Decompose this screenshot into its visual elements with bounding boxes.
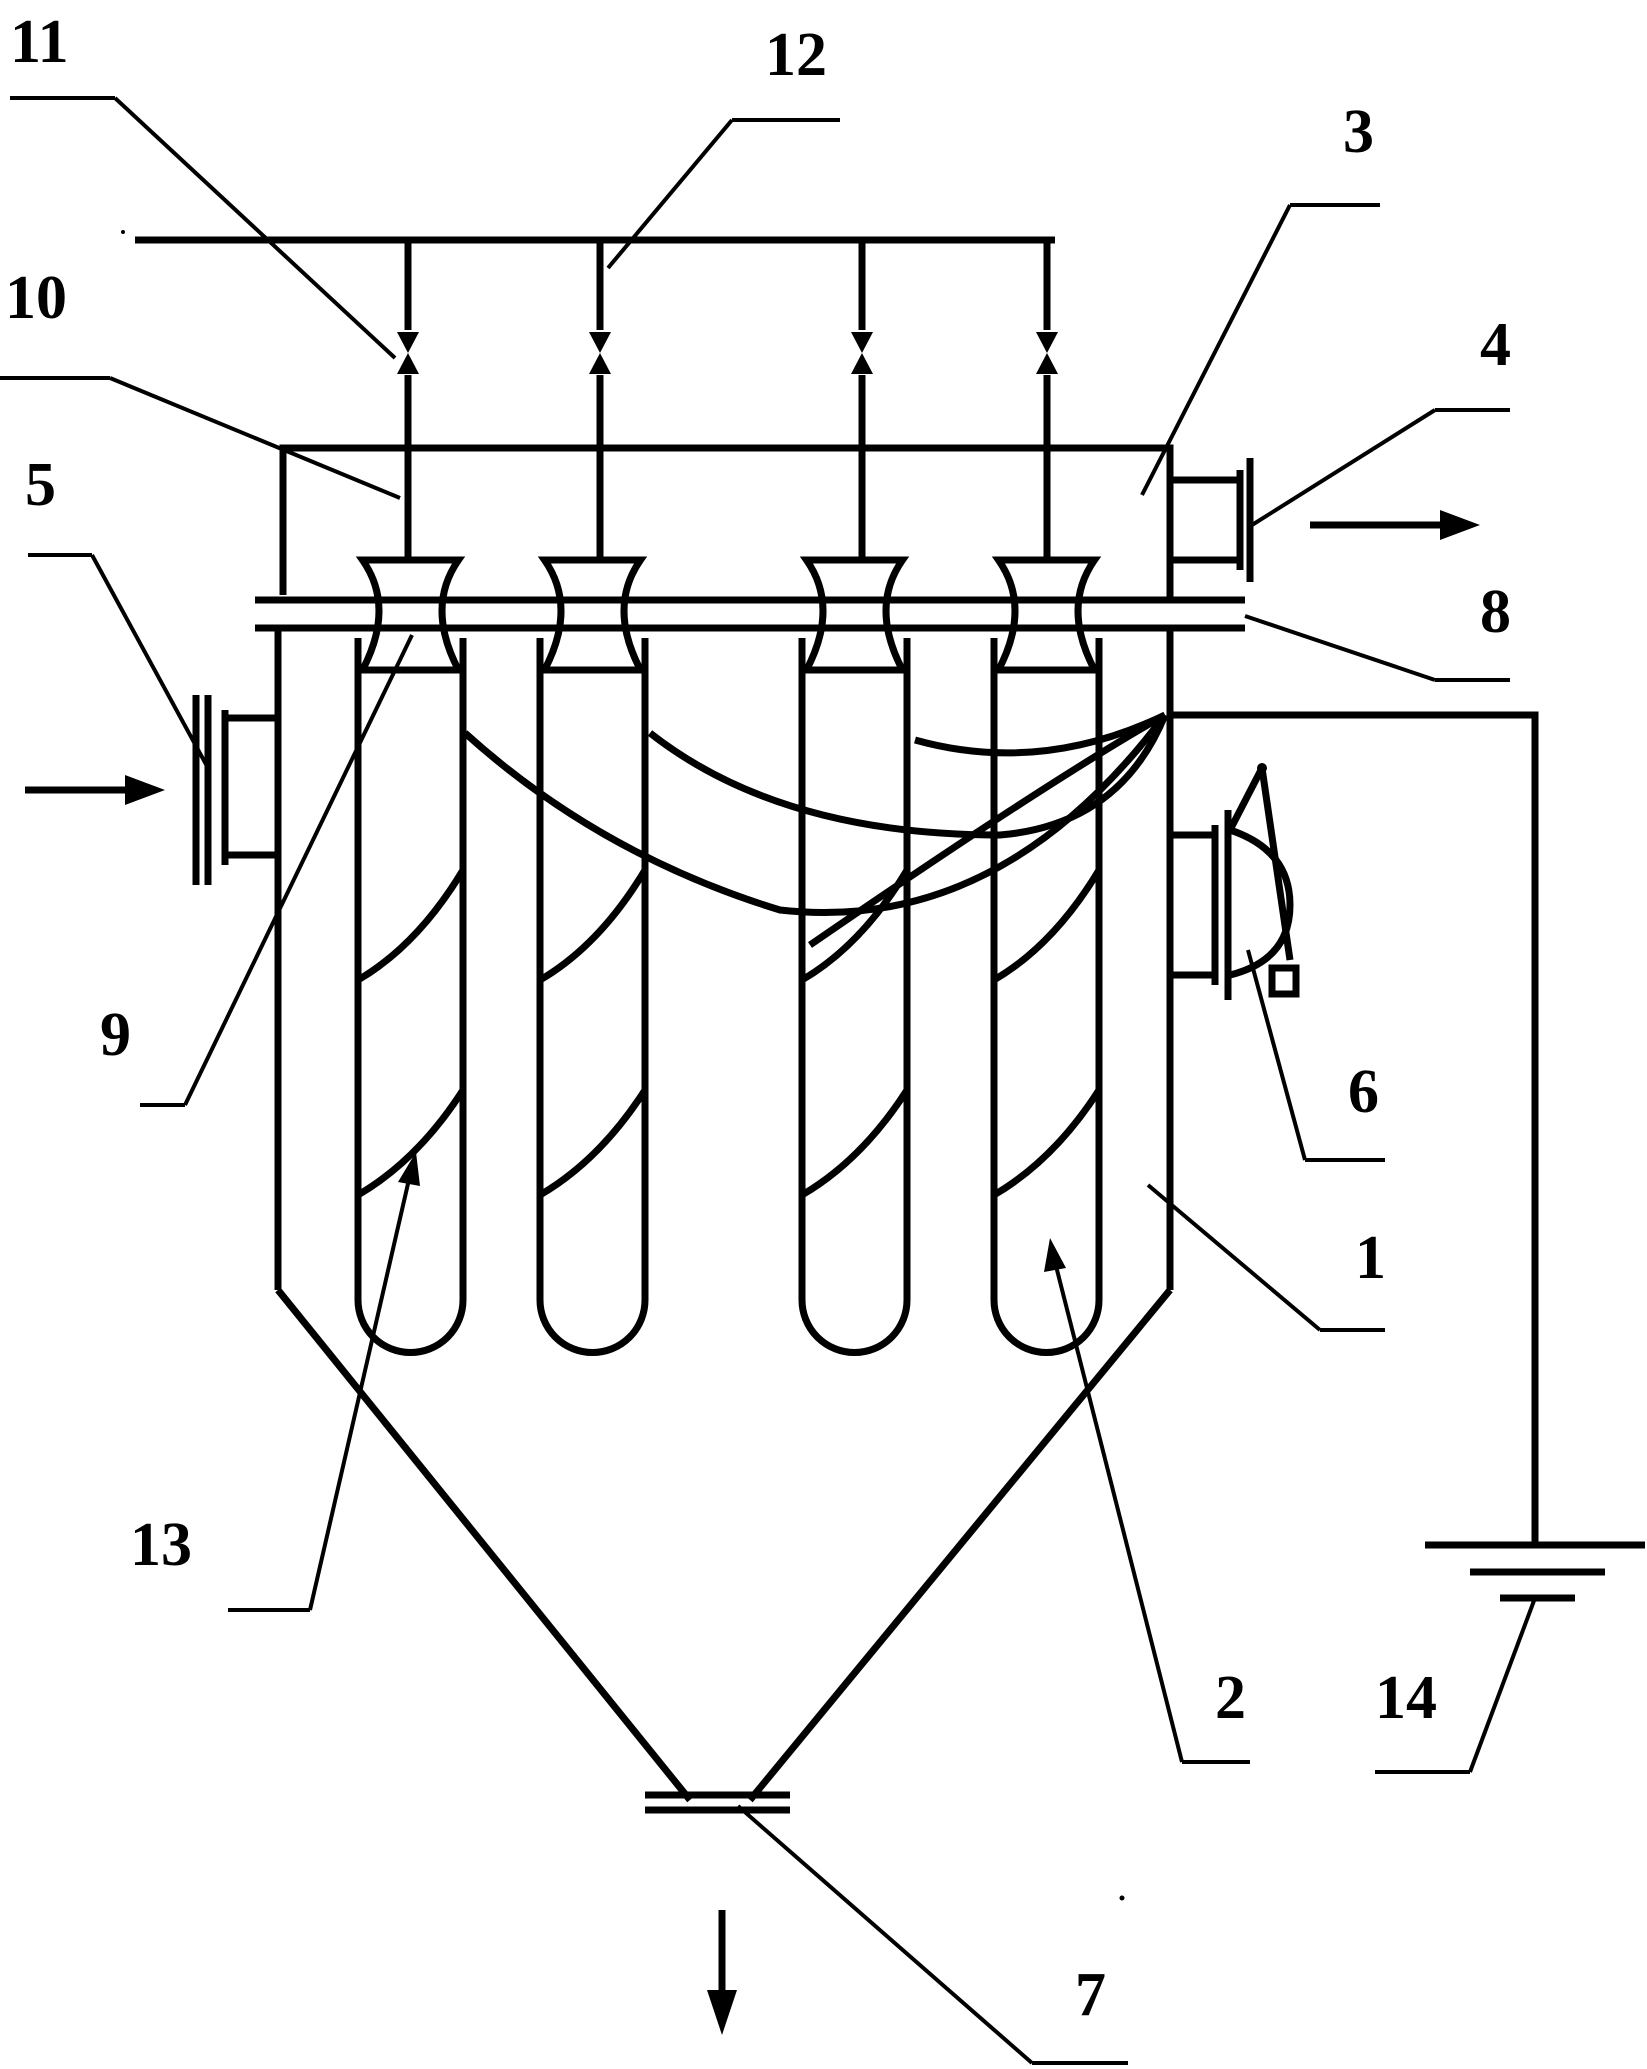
label-4: 4 [1480,311,1511,379]
filter-bag-1 [354,556,467,1356]
label-11: 11 [10,8,69,76]
label-13: 13 [130,1511,192,1579]
valve-4 [1036,332,1058,374]
venturi-4 [991,556,1102,674]
discharge-flange [645,1791,790,1814]
label-3: 3 [1343,98,1374,166]
valve-2 [589,332,611,374]
label-8: 8 [1480,578,1511,646]
discharge-arrow [707,1910,737,2035]
venturi-2 [537,556,648,674]
bag-ground-conductors [462,711,1169,948]
label-12: 12 [765,21,827,89]
leader-lines [0,96,1537,2065]
label-6: 6 [1348,1058,1379,1126]
clean-air-chamber [279,444,1174,600]
blow-pipe-3 [851,240,873,558]
part-labels: 11 12 3 4 10 5 8 9 6 1 13 2 14 7 [5,8,1511,2029]
venturi-1 [355,556,466,674]
valve-3 [851,332,873,374]
blow-pipes [397,240,1058,558]
relief-door [1170,763,1300,1000]
spiral-wire-4 [992,868,1103,1199]
label-1: 1 [1355,1224,1386,1292]
label-5: 5 [25,451,56,519]
blow-pipe-2 [589,240,611,558]
housing-body [274,628,1174,1290]
filter-bag-3 [798,556,911,1356]
ground-wire [1170,711,1645,1602]
outlet-arrow [1310,510,1480,540]
spiral-wire-1 [356,868,467,1199]
filter-bags [354,556,1103,1356]
hopper [275,1287,1173,1803]
inlet-flange [192,695,278,885]
label-10: 10 [5,264,67,332]
spiral-wire-2 [538,868,649,1199]
label-14: 14 [1375,1664,1437,1732]
valve-1 [397,332,419,374]
label-9: 9 [100,1001,131,1069]
label-2: 2 [1215,1664,1246,1732]
venturi-3 [799,556,910,674]
blow-pipe-4 [1036,240,1058,558]
outlet-flange [1170,458,1254,582]
blow-pipe-1 [397,240,419,558]
tube-sheet [255,596,1245,632]
label-7: 7 [1075,1961,1106,2029]
filter-bag-4 [990,556,1103,1356]
filter-bag-2 [536,556,649,1356]
inlet-arrow [25,775,165,805]
